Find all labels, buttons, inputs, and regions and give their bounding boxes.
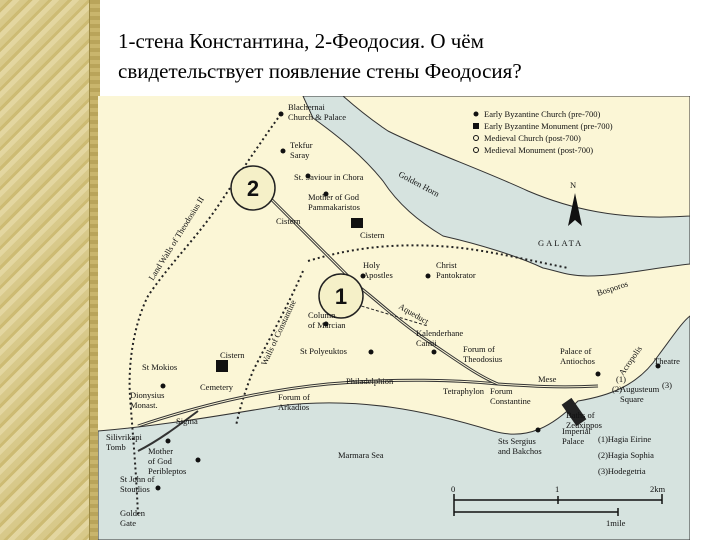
label-imperial-palace-2: Palace xyxy=(562,436,584,446)
label-augusteum: Augusteum xyxy=(620,384,660,394)
scale-mid: 1 xyxy=(555,484,559,494)
label-peribleptos-2: of God xyxy=(148,456,173,466)
scale-zero: 0 xyxy=(451,484,455,494)
label-baths: Baths of xyxy=(566,410,595,420)
label-philadelphion: Philadelphion xyxy=(346,376,394,386)
label-dionysius: Dionysius xyxy=(130,390,164,400)
wall1-marker-circle xyxy=(318,273,364,319)
label-marcian-2: of Marcian xyxy=(308,320,346,330)
mark-1: (1) xyxy=(616,374,626,384)
label-cemetery: Cemetery xyxy=(200,382,234,392)
cistern-monument xyxy=(351,218,363,228)
north-label: N xyxy=(570,180,576,190)
label-dionysius-2: Monast. xyxy=(130,400,158,410)
decorative-sidebar xyxy=(0,0,100,540)
marmara-sea xyxy=(98,315,690,540)
label-chora: St. Saviour in Chora xyxy=(294,172,364,182)
slide-title: 1-стена Константина, 2-Феодосия. О чём с… xyxy=(118,26,708,86)
label-theatre: Theatre xyxy=(654,356,680,366)
label-forum-arkadios-2: Arkadios xyxy=(278,402,309,412)
label-forum-arkadios: Forum of xyxy=(278,392,310,402)
site-markers xyxy=(155,111,661,491)
north-arrow: N xyxy=(568,180,582,226)
label-silivrikapi-2: Tomb xyxy=(106,442,126,452)
label-antiochos: Palace of xyxy=(560,346,592,356)
label-mese: Mese xyxy=(538,374,557,384)
label-marcian: Column xyxy=(308,310,336,320)
label-st-john: St John of xyxy=(120,474,155,484)
label-tetraphylon: Tetraphylon xyxy=(443,386,485,396)
label-kalenderhane: Kalenderhane xyxy=(416,328,463,338)
numbered-3: (3)Hodegetria xyxy=(598,466,646,476)
label-forum-theodosius-2: Theodosius xyxy=(463,354,502,364)
label-cistern-2: Cistern xyxy=(360,230,385,240)
marmara-label: Marmara Sea xyxy=(338,450,384,460)
legend-item-3: Medieval Church (post-700) xyxy=(484,133,581,143)
numbered-legend: (1)Hagia Eirine (2)Hagia Sophia (3)Hodeg… xyxy=(598,434,654,476)
wall2-marker: 2 xyxy=(247,176,259,201)
label-imperial-palace: Imperial xyxy=(562,426,591,436)
numbered-1: (1)Hagia Eirine xyxy=(598,434,651,444)
label-forum-constantine-2: Constantine xyxy=(490,396,531,406)
label-sergius: Sts Sergius xyxy=(498,436,536,446)
scale-bar: 0 1 2km 1mile xyxy=(451,484,666,528)
label-antiochos-2: Antiochos xyxy=(560,356,595,366)
label-christ-2: Pantokrator xyxy=(436,270,476,280)
label-tekfur-2: Saray xyxy=(290,150,310,160)
title-line-1: 1-стена Константина, 2-Феодосия. О чём xyxy=(118,29,484,53)
hippodrome-shape xyxy=(561,397,587,427)
wall1-marker: 1 xyxy=(335,284,347,309)
label-peribleptos-3: Peribleptos xyxy=(148,466,186,476)
galata-label: GALATA xyxy=(538,238,583,248)
theodosian-wall-line xyxy=(128,117,279,517)
label-mother-of-god-2: Pammakaristos xyxy=(308,202,360,212)
mark-3: (3) xyxy=(662,380,672,390)
label-polyeuktos: St Polyeuktos xyxy=(300,346,347,356)
label-golden-gate: Golden xyxy=(120,508,146,518)
label-sergius-2: and Bakchos xyxy=(498,446,542,456)
north-road-inner xyxy=(262,190,499,385)
mark-2: (2) xyxy=(612,384,622,394)
label-holy-apostles-2: Apostles xyxy=(363,270,393,280)
label-silivrikapi: Silivrikapi xyxy=(106,432,143,442)
label-st-john-2: Stoudios xyxy=(120,484,150,494)
label-golden-gate-2: Gate xyxy=(120,518,136,528)
label-augusteum-2: Square xyxy=(620,394,644,404)
label-blachernai: Blachernai xyxy=(288,102,325,112)
sidebar-edge xyxy=(89,0,100,540)
mese-road-inner xyxy=(137,379,599,427)
legend-item-4: Medieval Monument (post-700) xyxy=(484,145,593,155)
label-tekfur: Tekfur xyxy=(290,140,313,150)
constantine-wall-line xyxy=(235,270,304,427)
label-cistern-3: Cistern xyxy=(220,350,245,360)
label-st-mokios: St Mokios xyxy=(142,362,177,372)
legend-item-1: Early Byzantine Church (pre-700) xyxy=(484,109,601,119)
title-line-2: свидетельствует появление стены Феодосия… xyxy=(118,59,522,83)
legend-item-2: Early Byzantine Monument (pre-700) xyxy=(484,121,613,131)
legend: Early Byzantine Church (pre-700) Early B… xyxy=(473,109,613,155)
label-cistern-1: Cistern xyxy=(276,216,301,226)
label-forum-constantine: Forum xyxy=(490,386,513,396)
scale-mile: 1mile xyxy=(606,518,626,528)
map-svg: 2 1 Land Walls of Theodosius II Walls of… xyxy=(98,96,690,540)
label-blachernai-2: Church & Palace xyxy=(288,112,346,122)
wall2-marker-circle xyxy=(230,165,276,211)
label-mother-of-god: Mother of God xyxy=(308,192,360,202)
sigma-road xyxy=(137,410,199,452)
label-forum-theodosius: Forum of xyxy=(463,344,495,354)
scale-km: 2km xyxy=(650,484,666,494)
label-sigma: Sigma xyxy=(176,416,198,426)
cistern-west-monument xyxy=(216,360,228,372)
label-christ: Christ xyxy=(436,260,457,270)
constantinople-map: 2 1 Land Walls of Theodosius II Walls of… xyxy=(98,96,690,540)
galata-land xyxy=(342,96,690,218)
label-peribleptos: Mother xyxy=(148,446,173,456)
label-holy-apostles: Holy xyxy=(363,260,381,270)
numbered-2: (2)Hagia Sophia xyxy=(598,450,654,460)
label-baths-2: Zeuxippos xyxy=(566,420,602,430)
sea-wall-north xyxy=(307,244,569,269)
label-kalenderhane-2: Camii xyxy=(416,338,437,348)
